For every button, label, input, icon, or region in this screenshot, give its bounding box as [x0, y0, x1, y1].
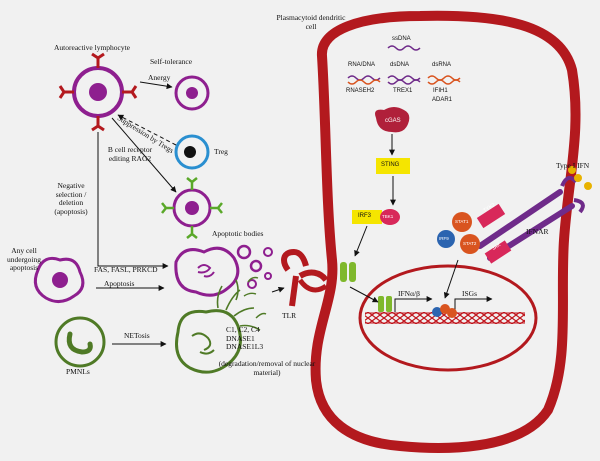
- dna-helix: [365, 312, 525, 324]
- type1-ifn-ligand: [574, 174, 582, 182]
- stat1-protein: [452, 212, 472, 232]
- rna-dna-hybrid: [347, 75, 381, 85]
- label-type1ifn: Type I IFN: [556, 161, 590, 170]
- label-cgas: cGAS: [385, 118, 401, 124]
- ssdna-strand: [387, 45, 421, 51]
- apoptotic-bodies: [174, 244, 273, 297]
- label-irf3: IRF3: [358, 213, 372, 219]
- dsrna-strand: [427, 75, 461, 85]
- label-irf9: IRF9: [439, 236, 449, 241]
- stat2-protein: [460, 234, 480, 254]
- irf3-dimer-nuclear: [378, 296, 392, 312]
- label-nucleases: C1, C2, C4 DNASE1 DNASE1L3: [226, 325, 264, 352]
- treg-cell: [174, 134, 210, 170]
- label-dsrna: dsRNA: [432, 62, 452, 68]
- jak-kinase: [484, 240, 512, 264]
- label-treg: Treg: [214, 147, 228, 156]
- netosis-cell: [175, 276, 267, 374]
- label-autoreactive: Autoreactive lymphocyte: [54, 43, 131, 52]
- label-adar1: ADAR1: [432, 97, 453, 103]
- label-stat1: STAT1: [455, 219, 469, 224]
- label-ifn-ab: IFNα/β: [398, 289, 420, 298]
- label-degradation: (degradation/removal of nuclear material…: [218, 359, 316, 377]
- label-dsdna: dsDNA: [390, 62, 410, 68]
- irf9-protein: [437, 230, 455, 248]
- label-fas: FAS, FASL, PRKCD: [94, 265, 158, 274]
- dsdna-strand: [387, 75, 421, 85]
- irf3-protein: [352, 210, 382, 224]
- label-apoptotic-bodies: Apoptotic bodies: [212, 229, 264, 238]
- label-rna-dna: RNA/DNA: [348, 62, 376, 68]
- label-self-tolerance: Self-tolerance: [150, 57, 193, 66]
- label-negative-selection: Negative selection / deletion (apoptosis…: [54, 181, 88, 216]
- label-netosis: NETosis: [124, 331, 150, 340]
- tyk2-kinase: [476, 203, 506, 229]
- pmnl-cell: [54, 316, 106, 368]
- label-isgs: ISGs: [462, 289, 478, 298]
- label-stat2: STAT2: [463, 241, 477, 246]
- label-trex1: TREX1: [393, 88, 413, 94]
- label-tlr: TLR: [282, 311, 297, 320]
- label-sting: STING: [381, 162, 400, 168]
- tlr-receptor: [281, 248, 329, 307]
- label-pmnls: PMNLs: [66, 367, 90, 376]
- label-apoptosis: Apoptosis: [104, 279, 135, 288]
- label-ifnar: IFNAR: [526, 227, 549, 236]
- label-pdc: Plasmacytoid dendritic cell: [276, 13, 346, 31]
- apoptotic-cell: [33, 256, 85, 303]
- label-tbk1: TBK1: [382, 214, 394, 219]
- cgas-protein: [375, 107, 410, 133]
- label-any-cell: Any cell undergoing apoptosis: [6, 246, 42, 273]
- pdc-nucleus: [358, 264, 538, 372]
- label-ssdna: ssDNA: [392, 36, 411, 42]
- tbk1-protein: [380, 209, 400, 225]
- label-bcell-editing: B cell receptor editing RAG2: [107, 145, 153, 163]
- label-rnaseh2: RNASEH2: [346, 88, 375, 94]
- pdc-membrane: [310, 10, 581, 453]
- irf3-dimer: [340, 262, 356, 282]
- label-ifih1: IFIH1: [433, 88, 448, 94]
- anergic-cell: [174, 75, 210, 111]
- sting-protein: [376, 158, 410, 174]
- autoreactive-lymphocyte: [58, 52, 138, 132]
- label-anergy: Anergy: [148, 73, 171, 82]
- edited-bcell: [161, 177, 223, 239]
